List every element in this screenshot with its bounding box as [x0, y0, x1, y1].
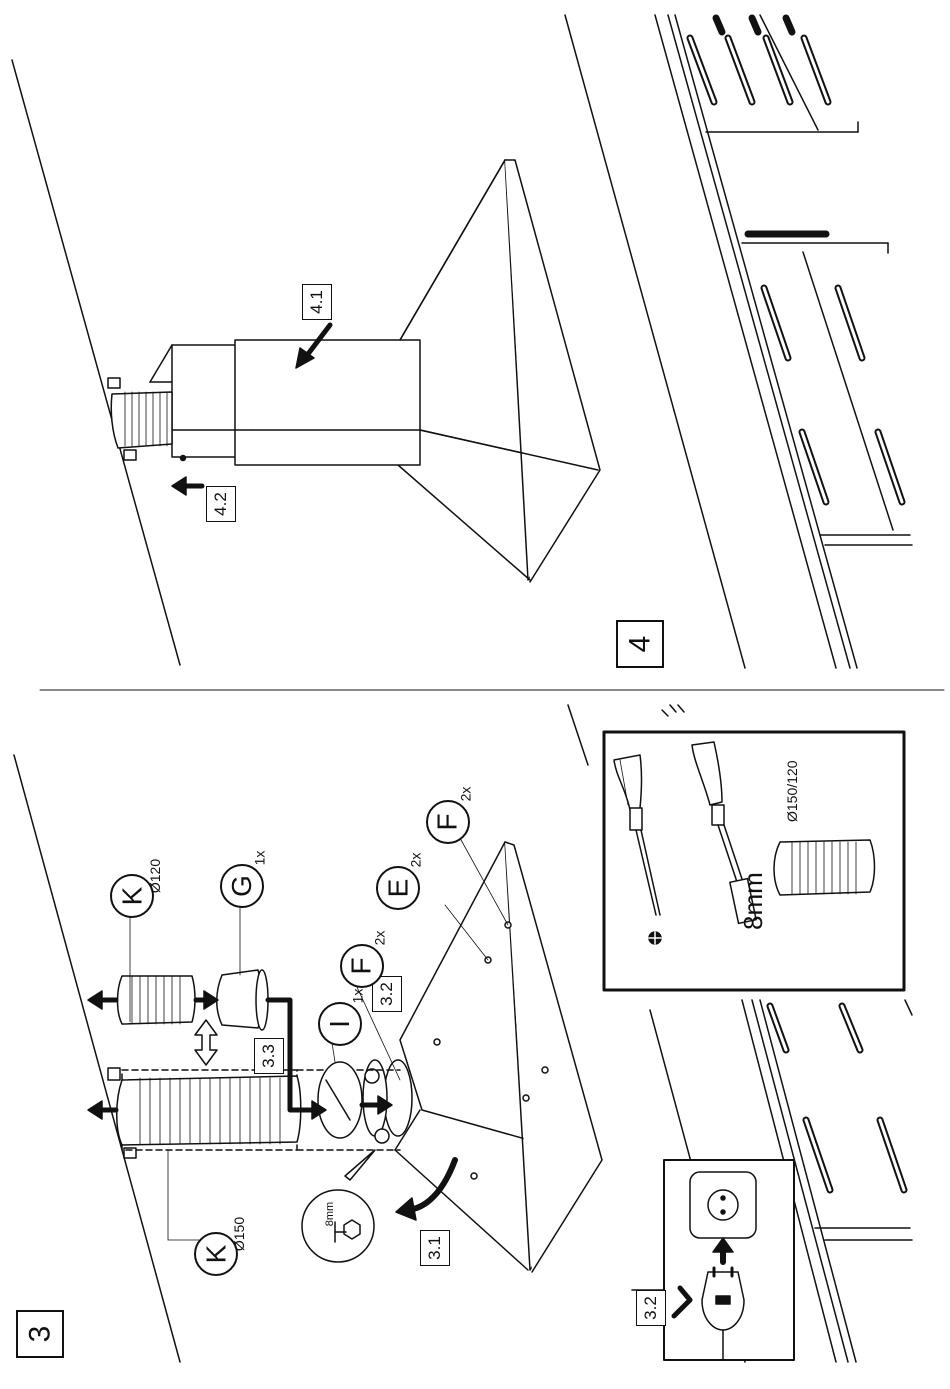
wall-line-4	[565, 15, 745, 668]
part-g: G 1x	[220, 864, 264, 908]
part-f-1-qty: 2x	[371, 931, 387, 946]
part-k120-letter: K	[116, 887, 148, 906]
substep-3-3: 3.3	[254, 1038, 284, 1074]
step-4-drawing	[12, 15, 912, 668]
substep-4-1: 4.1	[302, 284, 332, 320]
part-k150-letter: K	[200, 1245, 232, 1264]
duct-4	[108, 378, 172, 460]
ceiling-line-3	[14, 755, 180, 1362]
power-box	[632, 1160, 794, 1360]
hood-canopy-3	[395, 842, 602, 1272]
substep-power: 3.2	[636, 1290, 666, 1326]
part-k120-qty: Ø120	[147, 859, 163, 893]
hood-canopy-4	[398, 160, 600, 582]
part-i-letter: I	[324, 1020, 356, 1028]
part-f-1: F 2x	[340, 944, 384, 988]
part-k150: K Ø150	[194, 1232, 238, 1276]
substep-power-text: 3.2	[641, 1296, 661, 1320]
socket-size-label: 8mm	[738, 872, 769, 930]
part-g-letter: G	[226, 875, 258, 897]
damper-i	[318, 1062, 362, 1138]
step-number-4-text: 4	[623, 636, 657, 653]
step-3-drawing	[14, 705, 912, 1362]
part-f-2-qty: 2x	[457, 787, 473, 802]
bolt-callout-size: 8mm	[324, 1202, 336, 1226]
part-e-qty: 2x	[407, 853, 423, 868]
substep-4-2: 4.2	[206, 486, 236, 522]
substep-4-2-text: 4.2	[211, 492, 231, 516]
part-e-letter: E	[382, 879, 414, 898]
part-f-2-letter: F	[432, 813, 464, 830]
substep-4-1-text: 4.1	[307, 290, 327, 314]
cabinets-4	[655, 15, 912, 668]
double-arrow	[195, 1020, 217, 1065]
substep-3-3-text: 3.3	[259, 1044, 279, 1068]
part-g-qty: 1x	[251, 851, 267, 866]
part-e: E 2x	[376, 866, 420, 910]
substep-3-2-text: 3.2	[377, 982, 397, 1006]
part-i-qty: 1x	[349, 989, 365, 1004]
part-f-1-letter: F	[346, 957, 378, 974]
part-i: I 1x	[318, 1002, 362, 1046]
substep-3-1: 3.1	[420, 1230, 450, 1266]
step-number-4: 4	[616, 620, 664, 668]
bolt-callout	[302, 1150, 375, 1262]
tools-box	[604, 732, 904, 990]
reducer-g	[217, 970, 268, 1030]
chimney-4	[150, 340, 420, 465]
part-f-2: F 2x	[426, 800, 470, 844]
duct-k120	[118, 976, 196, 1024]
part-k120: K Ø120	[110, 874, 154, 918]
substep-3-1-text: 3.1	[425, 1236, 445, 1260]
duct-diameter-label: Ø150/120	[784, 761, 800, 823]
step-number-3: 3	[16, 1310, 64, 1358]
part-k150-qty: Ø150	[231, 1217, 247, 1251]
step-number-3-text: 3	[23, 1326, 57, 1343]
ceiling-line-4	[12, 60, 180, 665]
